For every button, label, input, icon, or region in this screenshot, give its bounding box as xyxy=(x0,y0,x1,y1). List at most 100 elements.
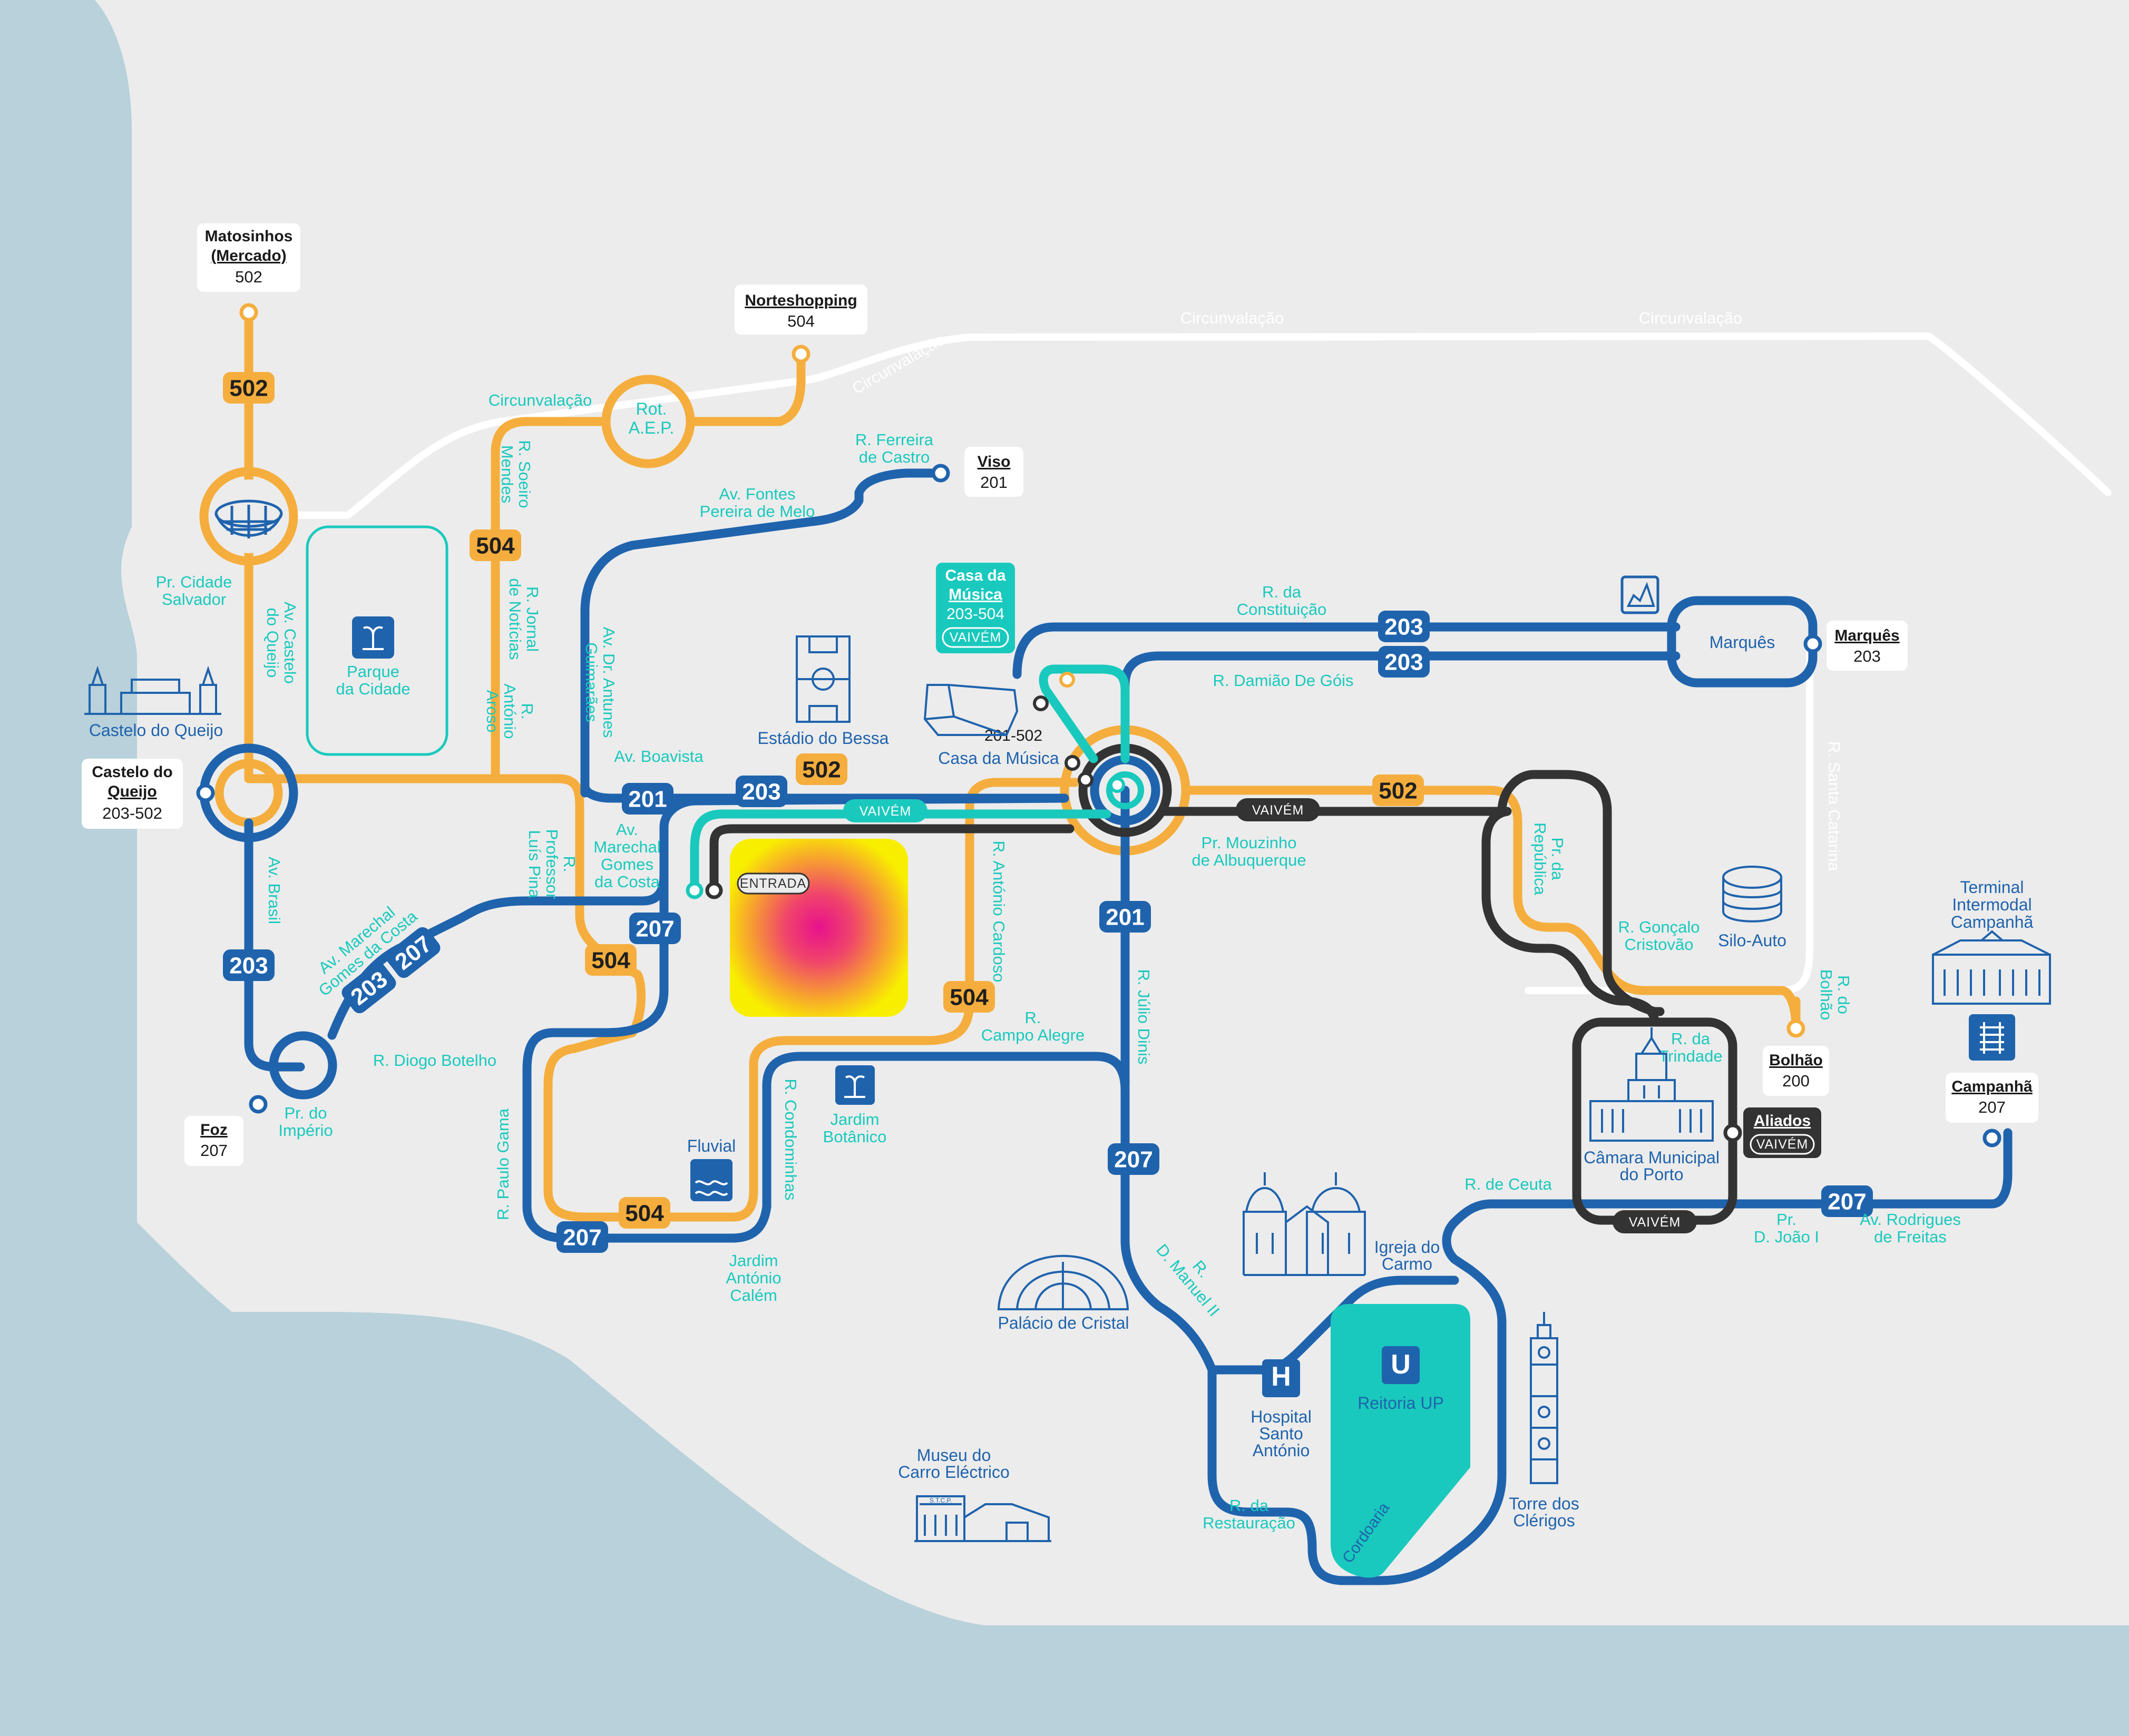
torre-label-1: Torre dos xyxy=(1509,1494,1579,1513)
badge-502-c: 502 xyxy=(1372,774,1424,806)
svg-text:República: República xyxy=(1531,822,1549,896)
stadium-bessa-icon xyxy=(796,635,851,723)
rot-aep-line1: Rot. xyxy=(636,399,667,418)
parque-da-cidade-area xyxy=(306,525,448,756)
svg-text:R. Jornal: R. Jornal xyxy=(523,586,542,652)
svg-text:R. Gonçalo: R. Gonçalo xyxy=(1618,918,1700,936)
terminal-campanha-3: Campanhã xyxy=(1951,913,2034,931)
svg-text:203-504: 203-504 xyxy=(946,605,1004,623)
svg-text:Av. Boavista: Av. Boavista xyxy=(614,747,704,766)
matosinhos-hub-ring xyxy=(199,467,298,566)
svg-text:Pr. Mouzinho: Pr. Mouzinho xyxy=(1202,833,1297,852)
campanha-building-icon xyxy=(1932,930,2051,1005)
terminal-campanha: Campanhã 207 xyxy=(1946,1073,2038,1123)
svg-text:Mendes: Mendes xyxy=(498,445,516,503)
terminal-casa-musica: Casa da Música 203-504 VAIVÉM xyxy=(936,563,1015,653)
rot-aep-hub xyxy=(601,375,695,468)
terminal-foz: Foz 207 xyxy=(184,1116,243,1166)
castelo-queijo-icon xyxy=(84,665,221,715)
svg-text:201: 201 xyxy=(1106,905,1144,930)
silo-auto-icon xyxy=(1722,866,1782,923)
svg-text:Calém: Calém xyxy=(730,1286,777,1305)
wave-glyph xyxy=(695,1180,728,1196)
imperio-hub xyxy=(269,1031,337,1100)
svg-text:Marquês: Marquês xyxy=(1834,627,1899,644)
circ-label-1: Circunvalação xyxy=(1180,309,1284,327)
badge-203-a: 203 xyxy=(223,949,275,981)
camara-municipal-icon xyxy=(1589,1027,1714,1142)
svg-text:Pr. do: Pr. do xyxy=(285,1104,327,1122)
svg-text:504: 504 xyxy=(591,948,630,974)
camara-label-1: Câmara Municipal xyxy=(1584,1148,1720,1167)
svg-text:Constituição: Constituição xyxy=(1237,600,1327,619)
svg-text:Viso: Viso xyxy=(978,453,1011,470)
parque-label-1: Parque xyxy=(347,662,399,681)
terminal-aliados: Aliados VAIVÉM xyxy=(1743,1107,1821,1158)
santa-catarina-label: R. Santa Catarina xyxy=(1825,741,1843,871)
svg-text:Norteshopping: Norteshopping xyxy=(745,292,857,309)
svg-text:Cristovão: Cristovão xyxy=(1625,935,1694,954)
svg-text:Campo Alegre: Campo Alegre xyxy=(981,1026,1085,1044)
badge-504-d: 504 xyxy=(619,1197,670,1229)
vaivem-pill-2: VAIVÉM xyxy=(1236,798,1320,821)
route-dark xyxy=(709,770,1665,1027)
svg-text:502: 502 xyxy=(1379,778,1417,804)
svg-text:R. Paulo Gama: R. Paulo Gama xyxy=(494,1108,512,1220)
svg-text:D. João I: D. João I xyxy=(1754,1228,1819,1246)
svg-text:R.: R. xyxy=(560,856,579,872)
svg-text:Av. Castelo: Av. Castelo xyxy=(281,602,299,684)
svg-text:Restauração: Restauração xyxy=(1203,1514,1295,1532)
svg-text:504: 504 xyxy=(950,985,989,1011)
svg-text:502: 502 xyxy=(229,376,268,401)
reitoria-cordoaria-area xyxy=(1331,1304,1470,1578)
circunvalacao-road xyxy=(291,332,2112,519)
vaivem-pill-1: VAIVÉM xyxy=(843,799,927,822)
museu-label-2: Carro Eléctrico xyxy=(898,1463,1010,1482)
reitoria-label: Reitoria UP xyxy=(1358,1394,1444,1413)
svg-text:203: 203 xyxy=(1384,650,1423,675)
svg-text:R.: R. xyxy=(518,703,536,720)
svg-text:Aroso: Aroso xyxy=(483,690,502,733)
silo-label: Silo-Auto xyxy=(1718,931,1786,950)
svg-text:António: António xyxy=(726,1269,781,1287)
svg-text:207: 207 xyxy=(1114,1147,1153,1173)
terminal-matosinhos: Matosinhos (Mercado) 502 xyxy=(197,223,300,292)
svg-text:203: 203 xyxy=(742,779,780,805)
svg-text:VAIVÉM: VAIVÉM xyxy=(1252,802,1304,818)
svg-text:Casa da: Casa da xyxy=(945,567,1005,584)
svg-text:Pr.: Pr. xyxy=(1776,1210,1796,1229)
svg-text:de Castro: de Castro xyxy=(859,448,930,466)
svg-text:R. Ferreira: R. Ferreira xyxy=(855,430,934,449)
torre-label-2: Clérigos xyxy=(1513,1511,1575,1530)
svg-text:Guimarães: Guimarães xyxy=(582,642,601,722)
palacio-cristal-icon xyxy=(997,1254,1129,1310)
svg-text:207: 207 xyxy=(563,1225,601,1251)
svg-text:Música: Música xyxy=(949,586,1002,603)
svg-text:R. Soeiro: R. Soeiro xyxy=(515,440,534,508)
svg-text:203: 203 xyxy=(1384,614,1423,640)
svg-text:504: 504 xyxy=(625,1201,664,1227)
museu-label-1: Museu do xyxy=(917,1446,991,1465)
svg-text:R. Condominhas: R. Condominhas xyxy=(782,1079,800,1201)
vaivem-pill-3: VAIVÉM xyxy=(1613,1210,1697,1233)
badge-502-a: 502 xyxy=(223,372,275,404)
svg-text:VAIVÉM: VAIVÉM xyxy=(1756,1136,1809,1152)
marques-hub-label: Marquês xyxy=(1710,633,1775,652)
casa-musica-label: Casa da Música xyxy=(938,749,1059,768)
svg-text:Matosinhos: Matosinhos xyxy=(205,228,293,245)
svg-text:de Albuquerque: de Albuquerque xyxy=(1192,851,1306,869)
hospital-label-2: Santo xyxy=(1259,1424,1303,1443)
badge-201-a: 201 xyxy=(622,783,673,815)
svg-text:Castelo do: Castelo do xyxy=(92,763,172,781)
hospital-icon xyxy=(1262,1359,1300,1397)
mountain-glyph xyxy=(1626,582,1655,607)
svg-text:R.: R. xyxy=(1025,1008,1041,1027)
svg-text:R. António Cardoso: R. António Cardoso xyxy=(990,841,1008,983)
svg-text:Pr. Cidade: Pr. Cidade xyxy=(156,573,232,591)
university-icon xyxy=(1382,1346,1420,1384)
museu-carro-icon xyxy=(914,1495,1051,1542)
svg-text:R. da: R. da xyxy=(1262,583,1302,601)
svg-text:502: 502 xyxy=(235,268,262,286)
svg-text:Circunvalação: Circunvalação xyxy=(489,391,592,409)
svg-text:da Costa: da Costa xyxy=(594,872,660,891)
